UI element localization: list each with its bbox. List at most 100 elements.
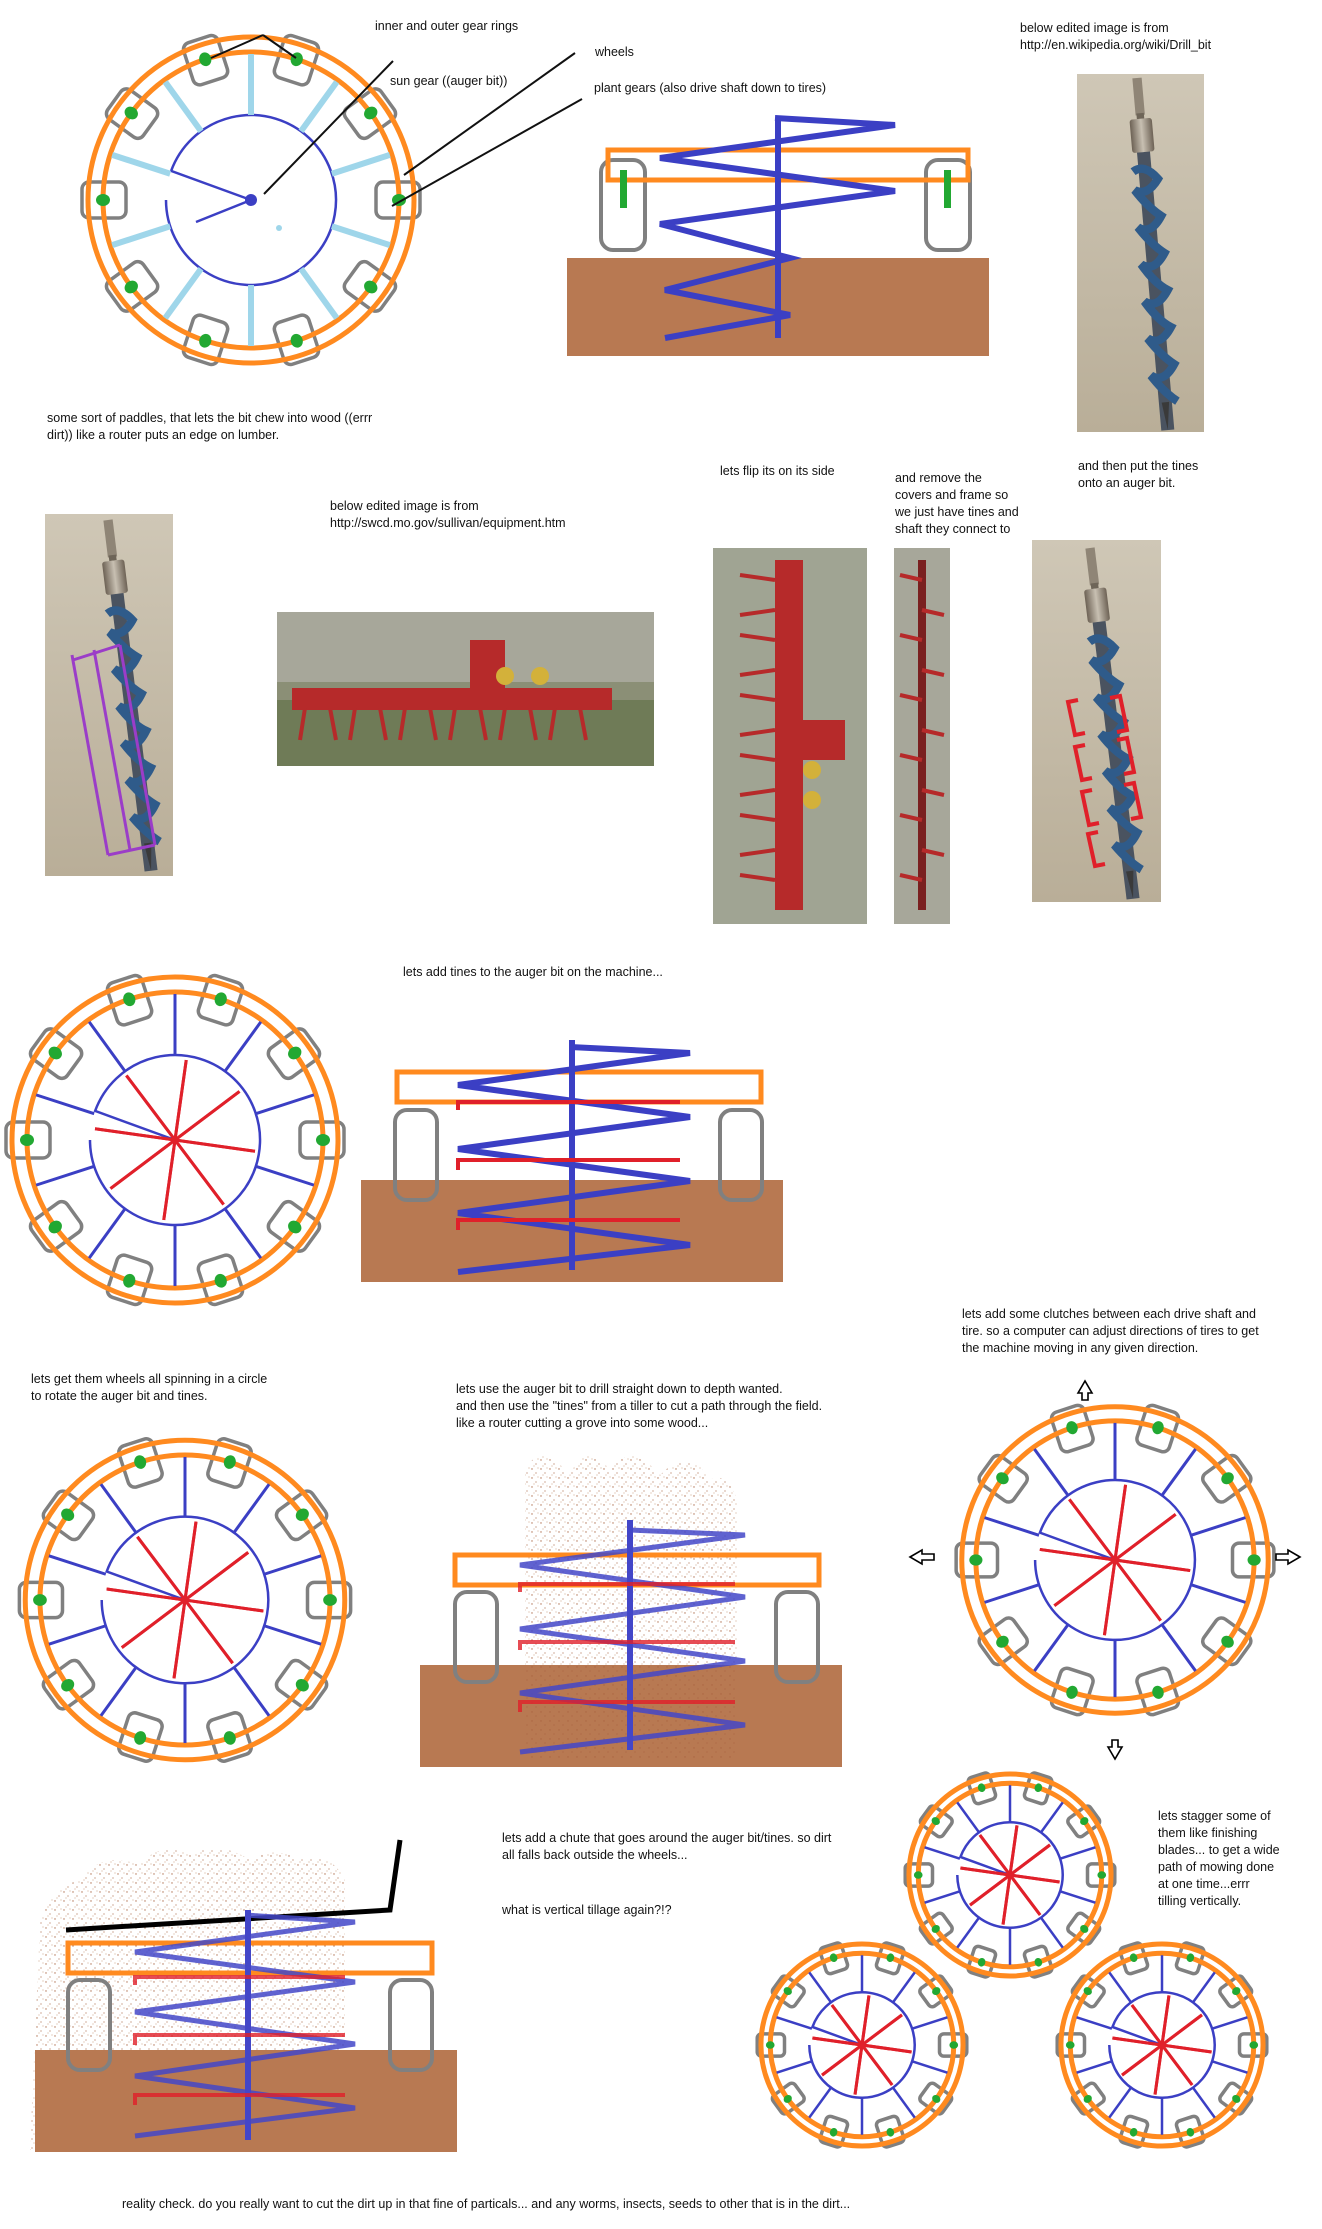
planet-gear xyxy=(295,1679,309,1692)
planet-gear xyxy=(1083,2094,1092,2103)
planet-gear xyxy=(1129,2127,1138,2137)
tiller-photo xyxy=(277,612,654,766)
label-add-tines: lets add tines to the auger bit on the m… xyxy=(403,965,663,979)
staggered-gear-right xyxy=(1055,1941,1269,2149)
label-plant-gears: plant gears (also drive shaft down to ti… xyxy=(594,81,827,95)
planet-gear xyxy=(1034,1783,1043,1793)
planet-gear xyxy=(949,2041,959,2049)
arrow-up-icon xyxy=(1076,1379,1094,1401)
planet-gear xyxy=(765,2041,775,2049)
planet-gear xyxy=(1221,1635,1234,1648)
label-clutches: lets add some clutches between each driv… xyxy=(962,1307,1259,1355)
planet-gear xyxy=(931,1817,940,1826)
label-inner-outer-rings: inner and outer gear rings xyxy=(375,19,519,33)
planet-gear xyxy=(886,2127,895,2137)
planet-gear xyxy=(1152,1685,1164,1699)
planet-gear xyxy=(124,280,138,294)
label-chute: lets add a chute that goes around the au… xyxy=(502,1831,832,1862)
planet-gear xyxy=(20,1134,34,1146)
planet-gear xyxy=(1066,1421,1078,1435)
planet-gear xyxy=(295,1508,309,1521)
label-reality-check: reality check. do you really want to cut… xyxy=(122,2197,851,2211)
tiller-on-side-photo xyxy=(713,548,867,924)
drill-bit-with-tines-photo xyxy=(1032,540,1161,902)
planet-gear xyxy=(223,1731,236,1745)
side-view-basic xyxy=(567,115,989,356)
planet-gear xyxy=(316,1134,330,1146)
side-view-with-chute xyxy=(30,1839,457,2152)
planet-gear xyxy=(783,2094,792,2103)
planet-gear xyxy=(977,1783,986,1793)
staggered-gear-top xyxy=(903,1771,1117,1979)
planet-gear xyxy=(290,52,303,67)
label-flip: lets flip its on its side xyxy=(720,464,835,478)
planet-gear xyxy=(913,1871,923,1879)
planet-gear xyxy=(48,1220,62,1234)
gear-diagram-with-tines xyxy=(4,973,346,1307)
planet-gear xyxy=(214,992,227,1007)
label-swcd-source: below edited image is from http://swcd.m… xyxy=(330,499,566,530)
arrow-down-icon xyxy=(1106,1739,1124,1761)
planet-gear xyxy=(783,1987,792,1996)
planet-gear xyxy=(199,333,212,348)
planet-gear xyxy=(1065,2041,1075,2049)
planet-gear xyxy=(1080,1817,1089,1826)
planet-gear xyxy=(199,52,212,67)
planet-gear xyxy=(33,1594,47,1606)
planet-gear xyxy=(1186,2127,1195,2137)
planet-gear xyxy=(1186,1953,1195,1963)
planet-gear xyxy=(364,106,378,120)
planet-gear xyxy=(48,1046,62,1060)
gear-diagram-spinning xyxy=(17,1437,353,1763)
planet-gear xyxy=(969,1554,983,1566)
planet-gear xyxy=(96,194,110,206)
label-put-tines: and then put the tines onto an auger bit… xyxy=(1078,459,1199,490)
planet-gear xyxy=(364,280,378,294)
label-paddles: some sort of paddles, that lets the bit … xyxy=(47,411,373,442)
planet-gear xyxy=(61,1508,75,1521)
planet-gear xyxy=(977,1957,986,1967)
planet-gear xyxy=(1221,1472,1234,1485)
planet-gear xyxy=(996,1635,1009,1648)
planet-gear xyxy=(1232,1987,1241,1996)
planet-gear xyxy=(1097,1871,1107,1879)
side-view-with-tines xyxy=(361,1040,783,1282)
direction-arrows xyxy=(908,1379,1302,1761)
planet-gear xyxy=(1247,1554,1261,1566)
gear-diagram-with-clutches xyxy=(954,1403,1276,1717)
planet-gear xyxy=(829,2127,838,2137)
planet-gear xyxy=(1083,1987,1092,1996)
label-vertical-tillage: what is vertical tillage again?!? xyxy=(502,1903,672,1917)
tines-and-shaft-photo xyxy=(894,548,950,924)
planet-gear xyxy=(288,1220,302,1234)
planet-gear xyxy=(123,1273,136,1288)
staggered-gear-left xyxy=(755,1941,969,2149)
planet-gear xyxy=(134,1455,147,1469)
label-wheels: wheels xyxy=(595,45,634,59)
planet-gear xyxy=(123,992,136,1007)
planet-gear xyxy=(886,1953,895,1963)
label-spin-wheels: lets get them wheels all spinning in a c… xyxy=(31,1372,268,1403)
planet-gear xyxy=(124,106,138,120)
planet-gear xyxy=(932,2094,941,2103)
planet-gear xyxy=(932,1987,941,1996)
planet-gear xyxy=(61,1679,75,1692)
planet-gear xyxy=(1152,1421,1164,1435)
label-stagger: lets stagger some of them like finishing… xyxy=(1158,1809,1280,1908)
planet-gear xyxy=(290,333,303,348)
planet-gear xyxy=(829,1953,838,1963)
label-remove-covers: and remove the covers and frame so we ju… xyxy=(895,471,1019,536)
planet-gear xyxy=(1129,1953,1138,1963)
planet-gear xyxy=(1080,1924,1089,1933)
planet-gear xyxy=(1066,1685,1078,1699)
drill-bit-with-paddles-photo xyxy=(45,514,173,876)
arrow-left-icon xyxy=(908,1548,935,1566)
planet-gear xyxy=(214,1273,227,1288)
planet-gear xyxy=(1034,1957,1043,1967)
planet-gear xyxy=(223,1455,236,1469)
label-wikipedia-source: below edited image is from http://en.wik… xyxy=(1020,21,1212,52)
label-drill-down: lets use the auger bit to drill straight… xyxy=(456,1382,823,1430)
planet-gear xyxy=(931,1924,940,1933)
arrow-right-icon xyxy=(1275,1548,1302,1566)
